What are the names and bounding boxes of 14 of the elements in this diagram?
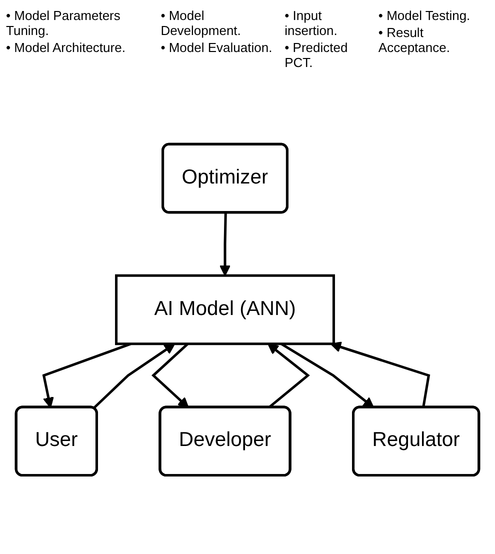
note-text: • Result Acceptance.	[378, 25, 451, 55]
note-text: • Predicted PCT.	[284, 40, 349, 70]
note-text: • Model Parameters Tuning.	[6, 8, 122, 38]
arrow	[280, 343, 374, 408]
note-text: • Input insertion.	[284, 8, 338, 38]
note-text: • Model Architecture.	[6, 40, 126, 55]
arrow	[151, 343, 189, 408]
note-text: • Model Evaluation.	[160, 40, 274, 55]
arrow	[92, 344, 176, 410]
arrow	[219, 213, 231, 276]
note-text: • Model Testing.	[378, 8, 472, 23]
node-box: AI Model (ANN)	[115, 274, 335, 346]
note-text: • Model Development.	[160, 8, 242, 38]
arrow	[330, 342, 430, 408]
